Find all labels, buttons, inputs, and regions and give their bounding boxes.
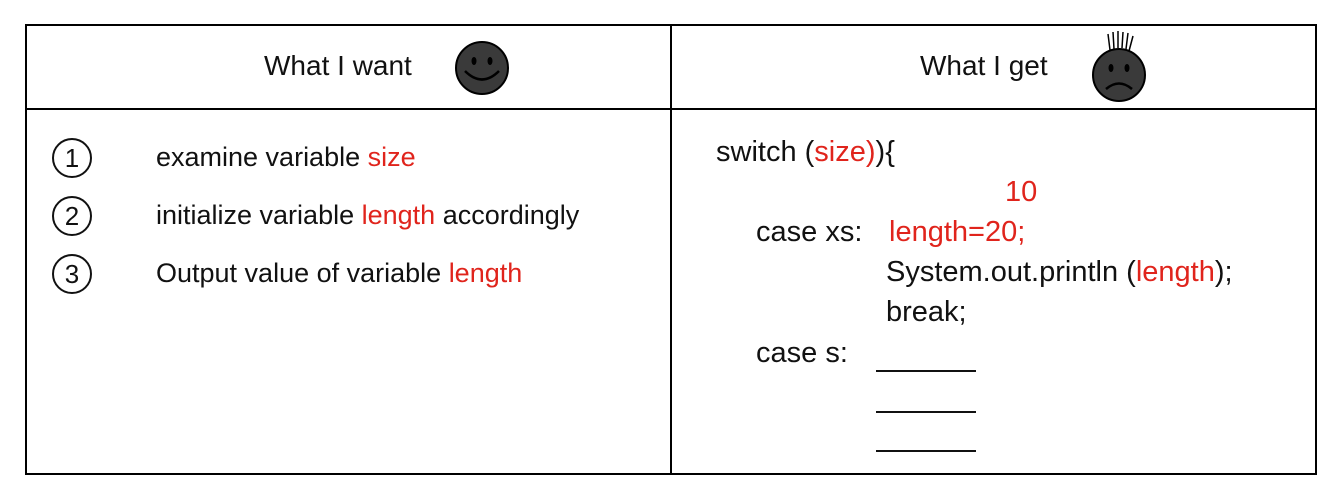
step-3-text: Output value of variable length: [156, 258, 522, 289]
step-2-suffix: accordingly: [435, 200, 580, 230]
case-xs-label: case xs:: [756, 216, 863, 248]
step-3-highlight: length: [448, 258, 523, 288]
frowning-face-icon: [1092, 31, 1146, 102]
case-s-label: case s:: [756, 337, 848, 369]
print-statement: System.out.println (length);: [886, 256, 1233, 289]
step-1-text: examine variable size: [156, 142, 416, 173]
switch-variable: size): [814, 136, 876, 168]
step-number-2: 2: [52, 196, 92, 236]
blank-line-2: [876, 411, 976, 413]
switch-line: switch (size)){: [716, 136, 895, 169]
column-divider: [670, 24, 672, 475]
left-header-title: What I want: [264, 50, 412, 81]
right-header-title: What I get: [920, 50, 1048, 81]
print-prefix: System.out.println (: [886, 256, 1136, 288]
step-2-highlight: length: [361, 200, 436, 230]
blank-line-1: [876, 370, 976, 372]
switch-close: ){: [875, 136, 895, 168]
print-variable: length: [1135, 256, 1215, 288]
case-xs-assignment: length=20;: [889, 216, 1026, 248]
break-statement: break;: [886, 296, 967, 328]
step-number-3: 3: [52, 254, 92, 294]
step-3-prefix: Output value of variable: [156, 258, 449, 288]
step-1-highlight: size: [367, 142, 416, 172]
step-2-text: initialize variable length accordingly: [156, 200, 579, 231]
print-suffix: );: [1214, 256, 1233, 288]
switch-keyword: switch (: [716, 136, 815, 168]
smiley-face-icon: [455, 41, 509, 95]
step-number-1: 1: [52, 138, 92, 178]
blank-line-3: [876, 450, 976, 452]
annotation-value-10: 10: [1005, 176, 1038, 208]
step-2-prefix: initialize variable: [156, 200, 362, 230]
step-1-prefix: examine variable: [156, 142, 368, 172]
